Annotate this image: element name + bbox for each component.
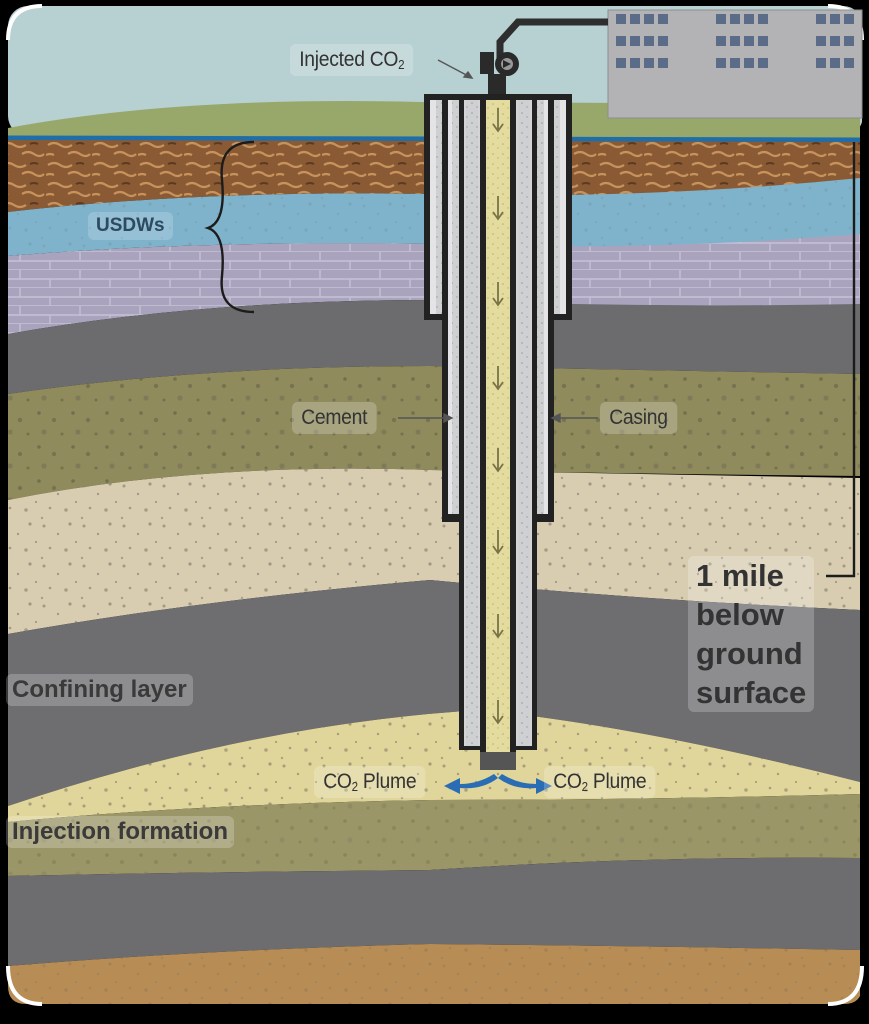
- depth-line-2: below: [696, 597, 784, 632]
- depth-line-4: surface: [696, 675, 807, 710]
- valve-icon: [480, 52, 519, 96]
- label-co2-plume-left: CO2 Plume: [314, 766, 426, 798]
- layer-shale: [8, 300, 860, 394]
- label-injected-co2: Injected CO2: [290, 44, 414, 76]
- power-plant-building: [607, 9, 863, 119]
- depth-line-1: 1 mile: [696, 558, 784, 593]
- co2-pipe: [496, 18, 608, 58]
- label-depth: 1 mile below ground surface: [688, 556, 815, 712]
- label-injection-formation: Injection formation: [6, 816, 234, 848]
- label-cement: Cement: [292, 402, 377, 434]
- label-co2-plume-right: CO2 Plume: [544, 766, 656, 798]
- usdw-brace: [204, 140, 255, 314]
- label-usdws: USDWs: [88, 212, 173, 240]
- depth-line-3: ground: [696, 636, 803, 671]
- label-confining-layer: Confining layer: [6, 674, 193, 706]
- plume-arrows: [444, 774, 552, 794]
- pointer-arrows: [398, 59, 598, 424]
- depth-bracket: [826, 142, 856, 578]
- layer-bottom-grey: [8, 857, 860, 966]
- down-arrows: [492, 108, 504, 725]
- layer-confining: [8, 580, 860, 806]
- label-casing: Casing: [600, 402, 677, 434]
